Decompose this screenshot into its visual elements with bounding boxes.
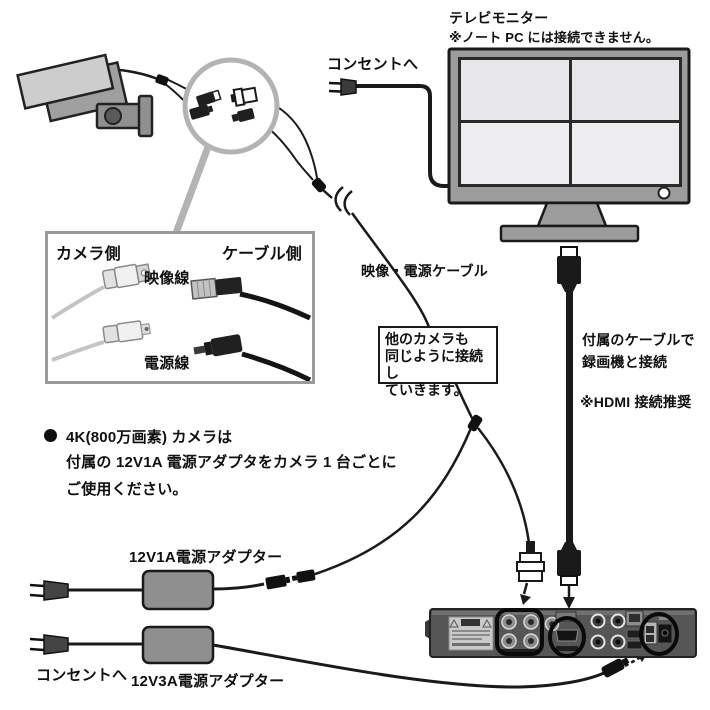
power-plug-12v3a — [43, 634, 69, 655]
camera-illustration — [16, 53, 154, 138]
power-branch-cable — [305, 427, 473, 579]
cable-junction — [467, 414, 483, 432]
power-plug-12v1a — [43, 580, 69, 601]
tv-monitor — [447, 47, 691, 243]
bullet-icon — [44, 429, 57, 442]
callout-line3: ていきます。 — [385, 382, 468, 398]
note-4k-line1: 4K(800万画素) カメラは — [66, 429, 233, 446]
monitor-stand-base — [499, 224, 640, 243]
monitor-stand-neck — [536, 201, 608, 228]
magnifier-circle — [182, 57, 280, 155]
camera-side-label: カメラ側 — [56, 246, 121, 263]
recorder-rear-panel — [425, 608, 697, 658]
camera-video-connector — [196, 89, 222, 107]
hdmi-note: ※HDMI 接続推奨 — [580, 394, 692, 410]
cable-break-icon — [334, 186, 353, 216]
photo-cable-power-connector — [193, 334, 243, 357]
arrow-to-hdmi-port — [563, 586, 575, 609]
highlight-hdmi — [548, 616, 586, 658]
recorder-power-input — [643, 617, 673, 645]
highlight-power — [639, 612, 679, 656]
arrow-to-bnc-inputs — [520, 582, 531, 605]
recorder-usb-port — [626, 640, 643, 650]
recorder-hdmi-port — [555, 629, 579, 651]
video-branch-cable — [477, 427, 531, 544]
magnifier-handle — [172, 145, 212, 235]
power-plug-top — [328, 78, 357, 96]
camera-mount-bracket — [137, 94, 154, 138]
highlight-bnc-group — [495, 608, 544, 656]
recorder-warning-label — [448, 616, 494, 651]
video-power-cable-label: 映像・電源ケーブル — [361, 263, 488, 279]
tv-monitor-note: ※ノート PC には接続できません。 — [449, 30, 660, 45]
adapter-12v3a-label: 12V3A電源アダプター — [131, 673, 285, 690]
cable-sleeve — [155, 74, 169, 86]
note-4k-line2: 付属の 12V1A 電源アダプタをカメラ 1 台ごとに — [66, 454, 397, 471]
camera-mount-joint — [104, 107, 122, 125]
note-4k-line3: ご使用ください。 — [66, 481, 188, 498]
callout-line2: 同じように接続し — [385, 348, 483, 381]
photo-camera-video-connector — [102, 263, 152, 290]
recorder-rca-jacks — [590, 613, 626, 650]
connector-photos — [50, 263, 312, 381]
adapter-12v1a-label: 12V1A電源アダプター — [129, 549, 283, 566]
recorder-connect-line1: 付属のケーブルで — [582, 332, 695, 348]
adapter-12v3a — [29, 625, 605, 689]
monitor-power-cable — [356, 84, 451, 188]
other-cameras-callout: 他のカメラも 同じように接続し ていきます。 — [378, 326, 498, 398]
connector-detail-box: カメラ側 ケーブル側 映像線 電源線 — [45, 231, 315, 384]
adapter-12v1a — [29, 569, 265, 611]
dc-connector-pair — [265, 569, 316, 590]
cable-power-connector — [231, 108, 255, 122]
hdmi-cable — [557, 246, 581, 586]
power-line-label: 電源線 — [144, 355, 190, 372]
recorder-connect-line2: 録画機と接続 — [582, 354, 668, 370]
video-line-label: 映像線 — [144, 270, 190, 287]
callout-line1: 他のカメラも — [385, 331, 469, 347]
outlet-top-label: コンセントへ — [327, 56, 419, 73]
outlet-bottom-label: コンセントへ — [36, 667, 128, 684]
cable-sleeve — [311, 177, 327, 193]
cable-video-connector — [230, 86, 259, 107]
monitor-power-button — [657, 186, 671, 200]
photo-cable-video-connector — [190, 277, 243, 300]
bnc-connector-drawing — [516, 541, 545, 582]
photo-camera-power-connector — [102, 320, 151, 344]
tv-monitor-title: テレビモニター — [449, 10, 549, 26]
cable-side-label: ケーブル側 — [221, 246, 302, 263]
camera-power-connector — [189, 104, 214, 120]
